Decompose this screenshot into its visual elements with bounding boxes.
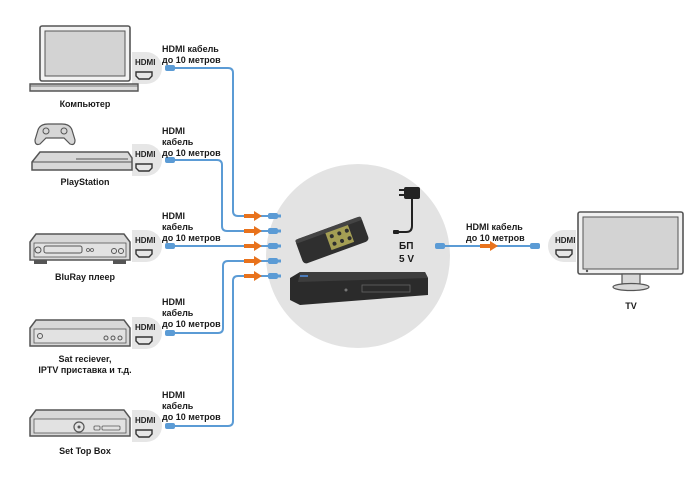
hdmi-port-sat-receiver: HDMI [132, 317, 162, 349]
arrow-right-icon [254, 256, 262, 266]
hdmi-port-icon [135, 249, 153, 258]
hdmi-port-label: HDMI [135, 236, 155, 245]
input-port-1 [244, 211, 281, 221]
arrow-right-icon [254, 241, 262, 251]
connector-icon [435, 243, 445, 249]
hdmi-port-label: HDMI [135, 416, 155, 425]
hdmi-port-icon [135, 429, 153, 438]
connector-icon [165, 243, 175, 249]
connector-icon [165, 330, 175, 336]
cable-playstation [172, 159, 270, 232]
cable-label-set-top-box: HDMI кабель до 10 метров [162, 390, 221, 422]
game-console-icon [31, 151, 133, 171]
power-supply-label: БП 5 V [399, 241, 415, 265]
connector-icon [165, 423, 175, 429]
cable-label-playstation: HDMI кабель до 10 метров [162, 126, 221, 158]
remote-control-icon [295, 216, 369, 264]
cable-label-bluray: HDMI кабель до 10 метров [162, 211, 221, 243]
device-name-tv: TV [625, 301, 637, 311]
arrow-right-icon [254, 271, 262, 281]
device-name-sat-receiver: Sat reciever, IPTV приставка и т.д. [38, 354, 132, 375]
cable-sat-receiver [172, 260, 270, 334]
game-controller-icon [34, 123, 76, 146]
arrow-right-icon [254, 226, 262, 236]
hdmi-switch-icon [290, 272, 428, 305]
satellite-receiver-icon [29, 319, 131, 347]
hdmi-port-icon [135, 163, 153, 172]
connector-icon [530, 243, 540, 249]
hdmi-port-icon [555, 249, 573, 258]
tv-icon [577, 211, 684, 292]
hdmi-port-set-top-box: HDMI [132, 410, 162, 442]
connector-icon [165, 157, 175, 163]
device-name-computer: Компьютер [59, 99, 111, 109]
hdmi-port-playstation: HDMI [132, 144, 162, 176]
input-port-2 [244, 226, 281, 236]
set-top-box-icon [29, 409, 131, 437]
power-cord [398, 198, 413, 233]
hdmi-port-label: HDMI [135, 323, 155, 332]
cable-label-computer: HDMI кабель до 10 метров [162, 44, 221, 65]
output-connectors [435, 241, 540, 251]
arrow-right-icon [490, 241, 498, 251]
cable-computer [172, 67, 270, 217]
hdmi-port-label: HDMI [555, 236, 575, 245]
hdmi-port-tv: HDMI [548, 230, 576, 262]
power-adapter-icon [393, 187, 420, 234]
input-port-4 [244, 256, 281, 266]
hdmi-port-computer: HDMI [132, 52, 162, 84]
bluray-player-icon [29, 233, 131, 264]
source-connectors [165, 65, 175, 429]
arrow-right-icon [254, 211, 262, 221]
hdmi-port-bluray: HDMI [132, 230, 162, 262]
hub-background [266, 164, 450, 348]
device-name-playstation: PlayStation [60, 177, 110, 187]
hdmi-port-label: HDMI [135, 150, 155, 159]
laptop-icon [29, 25, 139, 92]
device-name-set-top-box: Set Top Box [59, 446, 111, 456]
cable-label-sat-receiver: HDMI кабель до 10 метров [162, 297, 221, 329]
hdmi-port-icon [135, 336, 153, 345]
device-name-bluray: BluRay плеер [54, 272, 116, 282]
input-port-5 [244, 271, 281, 281]
switch-inputs [244, 211, 281, 281]
cable-set-top-box [172, 275, 270, 427]
cable-label-tv: HDMI кабель до 10 метров [466, 222, 525, 243]
hdmi-port-label: HDMI [135, 58, 155, 67]
hdmi-port-icon [135, 71, 153, 80]
connector-icon [165, 65, 175, 71]
input-port-3 [244, 241, 281, 251]
hdmi-port-badges: HDMI HDMI HDMI HDMI HDMI HDMI [132, 52, 576, 442]
